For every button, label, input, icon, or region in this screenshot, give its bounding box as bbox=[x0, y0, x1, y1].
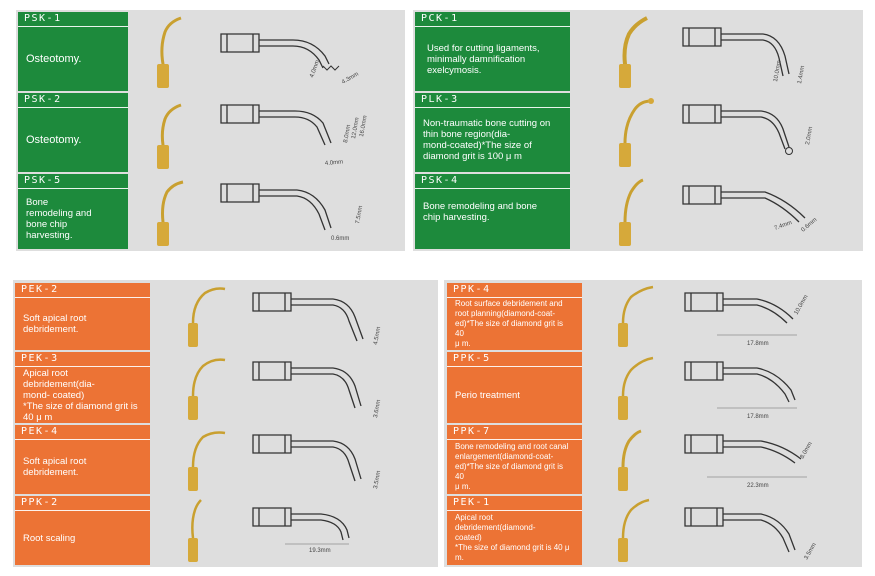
dim-label: 7.5mm bbox=[355, 205, 364, 224]
tip-drawing: 4.0mm 4.3mm bbox=[220, 33, 360, 86]
item-ppk-7: PPK-7 Bone remodeling and root canal enl… bbox=[447, 425, 857, 494]
item-pek-3: PEK-3 Apical root debridement(dia- mond-… bbox=[15, 352, 435, 423]
item-code: PEK-4 bbox=[15, 425, 150, 440]
tip-drawing: 2.0mm bbox=[682, 104, 814, 155]
dim-label: 8.0mm bbox=[343, 124, 352, 143]
item-plk-3: PLK-3 Non-traumatic bone cutting on thin… bbox=[415, 93, 855, 172]
dim-label: 0.6mm bbox=[800, 217, 818, 233]
tip-drawing: 10.0mm 1.4mm bbox=[682, 27, 806, 84]
item-description: Soft apical root debridement. bbox=[23, 456, 87, 478]
item-description: Root surface debridement and root planni… bbox=[455, 299, 564, 348]
tip-drawing: 7.4mm 0.6mm bbox=[682, 185, 818, 234]
item-description: Used for cutting ligaments, minimally da… bbox=[427, 42, 540, 76]
item-code: PPK-2 bbox=[15, 496, 150, 511]
tip-photo bbox=[157, 103, 182, 169]
item-description: Root scaling bbox=[23, 532, 76, 544]
item-pck-1: PCK-1 Used for cutting ligaments, minima… bbox=[415, 12, 855, 91]
item-code: PSK-4 bbox=[415, 174, 570, 189]
item-description: Apical root debridement(diamond- coated)… bbox=[455, 513, 570, 562]
dim-label: 16.0mm bbox=[359, 115, 369, 137]
dim-label: 3.5mm bbox=[804, 542, 818, 561]
dim-label: 12.0mm bbox=[351, 117, 361, 139]
tip-photo bbox=[619, 98, 654, 167]
dim-label: 17.8mm bbox=[747, 341, 769, 347]
tip-drawing: 17.8mm bbox=[684, 361, 797, 420]
item-pek-2: PEK-2 Soft apical root debridement. 4.5m… bbox=[15, 283, 435, 350]
item-description: Bone remodeling and bone chip harvesting… bbox=[423, 201, 538, 223]
item-code: PPK-4 bbox=[447, 283, 582, 298]
item-code: PCK-1 bbox=[415, 12, 570, 27]
item-description: Non-traumatic bone cutting on thin bone … bbox=[423, 118, 551, 162]
tip-drawing: 3.6mm bbox=[252, 361, 382, 418]
item-code: PEK-3 bbox=[15, 352, 150, 367]
item-psk-1: PSK-1 Osteotomy. 4.0mm 4.3mm bbox=[18, 12, 398, 91]
tip-photo bbox=[618, 429, 642, 491]
dim-label: 2.0mm bbox=[805, 126, 814, 145]
tip-photo bbox=[188, 499, 202, 562]
item-description: Bone remodeling and root canal enlargeme… bbox=[455, 442, 569, 491]
tip-photo bbox=[618, 498, 650, 562]
dim-label: 3.5mm bbox=[373, 470, 382, 489]
tip-photo bbox=[188, 431, 226, 491]
dim-label: 4.0mm bbox=[325, 159, 344, 167]
item-description: Bone remodeling and bone chip harvesting… bbox=[26, 197, 92, 241]
dim-label: 10.0mm bbox=[773, 60, 783, 82]
dim-label: 4.0mm bbox=[309, 59, 321, 78]
item-code: PEK-2 bbox=[15, 283, 150, 298]
tip-drawing: 19.3mm bbox=[252, 507, 350, 554]
tip-drawing: 3.5mm bbox=[684, 507, 818, 561]
tip-photo bbox=[188, 358, 226, 420]
dim-label: 22.3mm bbox=[747, 483, 769, 489]
tip-drawing: 3.5mm bbox=[252, 434, 382, 489]
tip-photo bbox=[157, 180, 184, 246]
item-code: PEK-1 bbox=[447, 496, 582, 511]
dim-label: 4.5mm bbox=[373, 326, 382, 345]
dim-label: 7.4mm bbox=[774, 220, 793, 232]
item-ppk-5: PPK-5 Perio treatment 17.8mm bbox=[447, 352, 857, 423]
tip-drawing: 10.0mm 17.8mm bbox=[684, 292, 810, 347]
dim-label: 8.0mm bbox=[800, 441, 814, 460]
item-description: Osteotomy. bbox=[26, 133, 82, 146]
tip-drawing: 16.0mm 12.0mm 8.0mm 4.0mm bbox=[220, 104, 369, 167]
item-psk-2: PSK-2 Osteotomy. 16.0mm 12.0mm 8.0mm 4.0… bbox=[18, 93, 398, 172]
item-code: PPK-5 bbox=[447, 352, 582, 367]
item-code: PSK-1 bbox=[18, 12, 128, 27]
dim-label: 19.3mm bbox=[309, 548, 331, 554]
tip-photo bbox=[188, 287, 226, 347]
tip-drawing: 4.5mm bbox=[252, 292, 382, 345]
item-code: PLK-3 bbox=[415, 93, 570, 108]
dim-label: 0.6mm bbox=[331, 236, 349, 242]
item-code: PSK-2 bbox=[18, 93, 128, 108]
item-psk-5: PSK-5 Bone remodeling and bone chip harv… bbox=[18, 174, 398, 249]
item-description: Perio treatment bbox=[455, 389, 520, 401]
dim-label: 17.8mm bbox=[747, 414, 769, 420]
tip-photo bbox=[157, 16, 182, 88]
dim-label: 3.6mm bbox=[373, 399, 382, 418]
item-ppk-2: PPK-2 Root scaling 19.3mm bbox=[15, 496, 435, 565]
tip-photo bbox=[619, 16, 648, 88]
tip-photo bbox=[618, 285, 654, 347]
dim-label: 4.3mm bbox=[341, 71, 360, 85]
item-description: Soft apical root debridement. bbox=[23, 313, 87, 335]
item-pek-4: PEK-4 Soft apical root debridement. 3.5m… bbox=[15, 425, 435, 494]
dim-label: 1.4mm bbox=[797, 65, 806, 84]
item-ppk-4: PPK-4 Root surface debridement and root … bbox=[447, 283, 857, 350]
item-code: PPK-7 bbox=[447, 425, 582, 440]
item-description: Apical root debridement(dia- mond- coate… bbox=[23, 367, 138, 423]
item-description: Osteotomy. bbox=[26, 52, 82, 65]
item-code: PSK-5 bbox=[18, 174, 128, 189]
item-pek-1: PEK-1 Apical root debridement(diamond- c… bbox=[447, 496, 857, 565]
item-psk-4: PSK-4 Bone remodeling and bone chip harv… bbox=[415, 174, 855, 249]
tip-drawing: 7.5mm 0.6mm bbox=[220, 183, 364, 242]
tip-drawing: 8.0mm 22.3mm bbox=[684, 434, 814, 489]
tip-photo bbox=[618, 356, 654, 420]
tip-photo bbox=[619, 178, 644, 246]
dim-label: 10.0mm bbox=[794, 294, 810, 316]
